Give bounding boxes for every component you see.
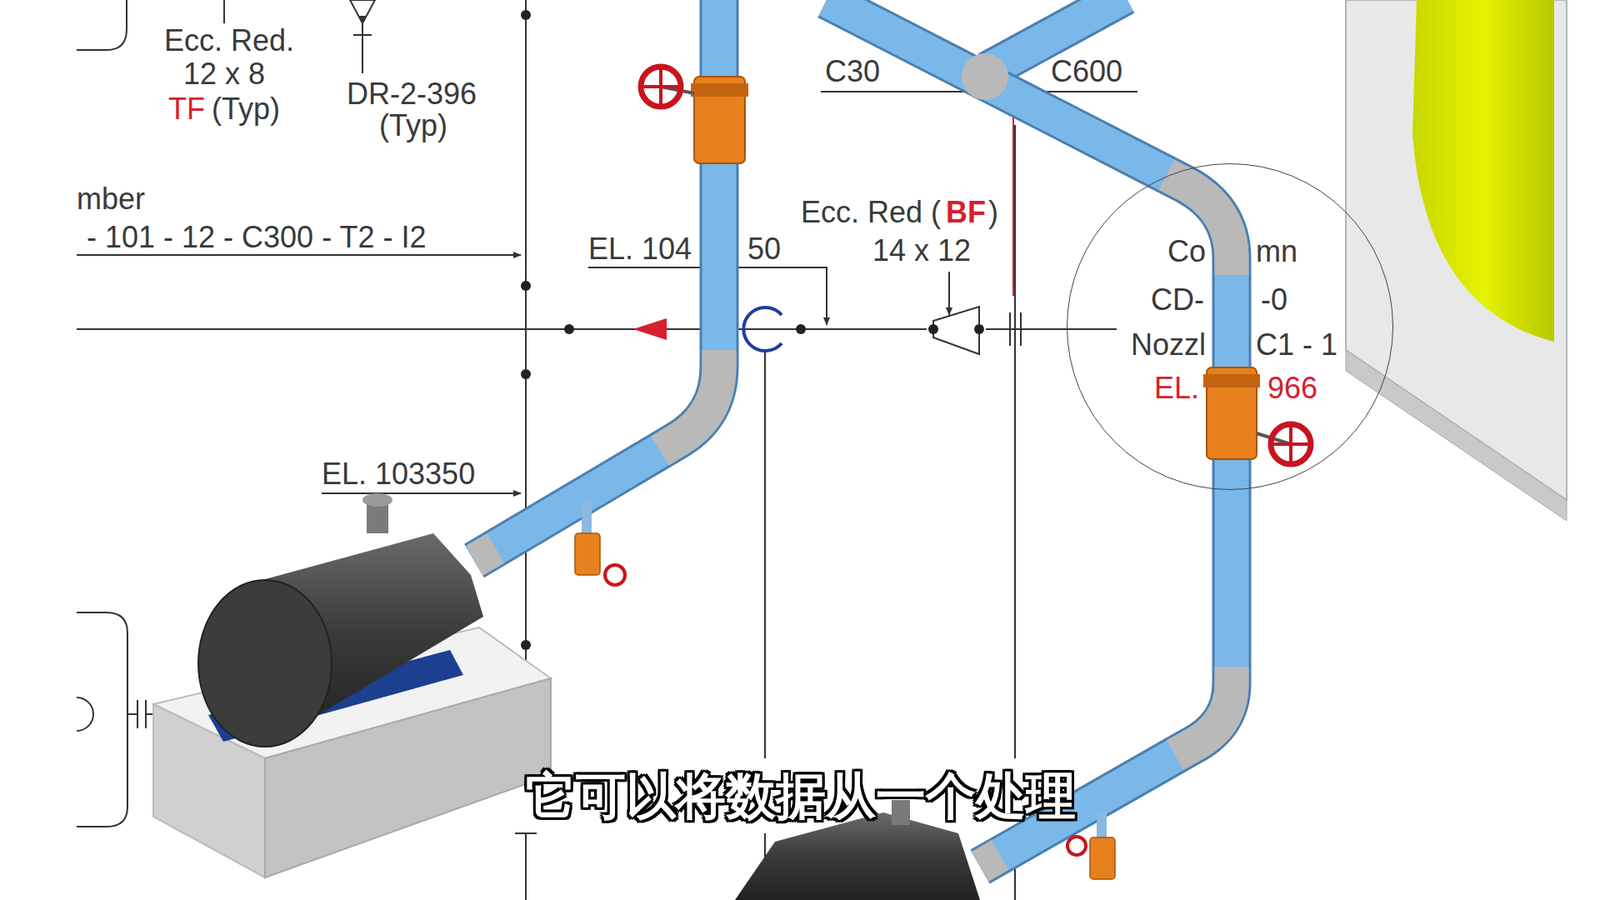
drawing-label: ) (988, 195, 999, 230)
red-line (1012, 112, 1015, 296)
nozzle-text: Nozzl (1130, 327, 1206, 362)
blue-symbol (743, 307, 782, 351)
drawing-label: EL. 103350 (321, 456, 475, 491)
pump (153, 493, 551, 878)
nozzle-text: 966 (1267, 370, 1318, 405)
drawing-label: EL. 104 (588, 231, 692, 266)
drawing-label: 12 x 8 (183, 56, 265, 91)
nozzle-circle: Co mnCD- -0Nozzl C1 - 1 EL. 966 (1066, 163, 1394, 490)
drawing-label: (Typ) (379, 108, 448, 143)
drawing-label: 50 (747, 231, 781, 266)
drawing-label: - 101 - 12 - C300 - T2 - I2 (86, 220, 427, 255)
drawing-label: (Typ) (211, 91, 280, 126)
drawing-label: Ecc. Red. (164, 23, 295, 58)
flow-arrow (633, 318, 667, 340)
nozzle-text: -0 (1260, 282, 1288, 317)
drawing-label: DR-2-396 (346, 76, 477, 111)
line-dots (520, 10, 985, 650)
drawing-label: TF (168, 91, 205, 126)
drawing-lines (76, 0, 1138, 900)
pipe (474, 0, 1232, 867)
nozzle-text: C1 - 1 (1255, 327, 1338, 362)
valve (575, 66, 1311, 880)
nozzle-text: mn (1255, 234, 1298, 269)
nozzle-text: Co (1167, 234, 1206, 269)
subtitle: 它可以将数据从一个处理 (525, 768, 1076, 824)
nozzle-text: CD- (1150, 282, 1205, 317)
drawing-label: C600 (1050, 54, 1123, 89)
drawing-label: 14 x 12 (872, 233, 971, 268)
drawing-label: BF (945, 195, 986, 230)
drawing-label: C30 (825, 54, 880, 89)
tank (1345, 0, 1567, 521)
drawing-label: Ecc. Red ( (800, 195, 941, 230)
drawing-label: mber (76, 181, 145, 216)
nozzle-text: EL. (1154, 370, 1200, 405)
